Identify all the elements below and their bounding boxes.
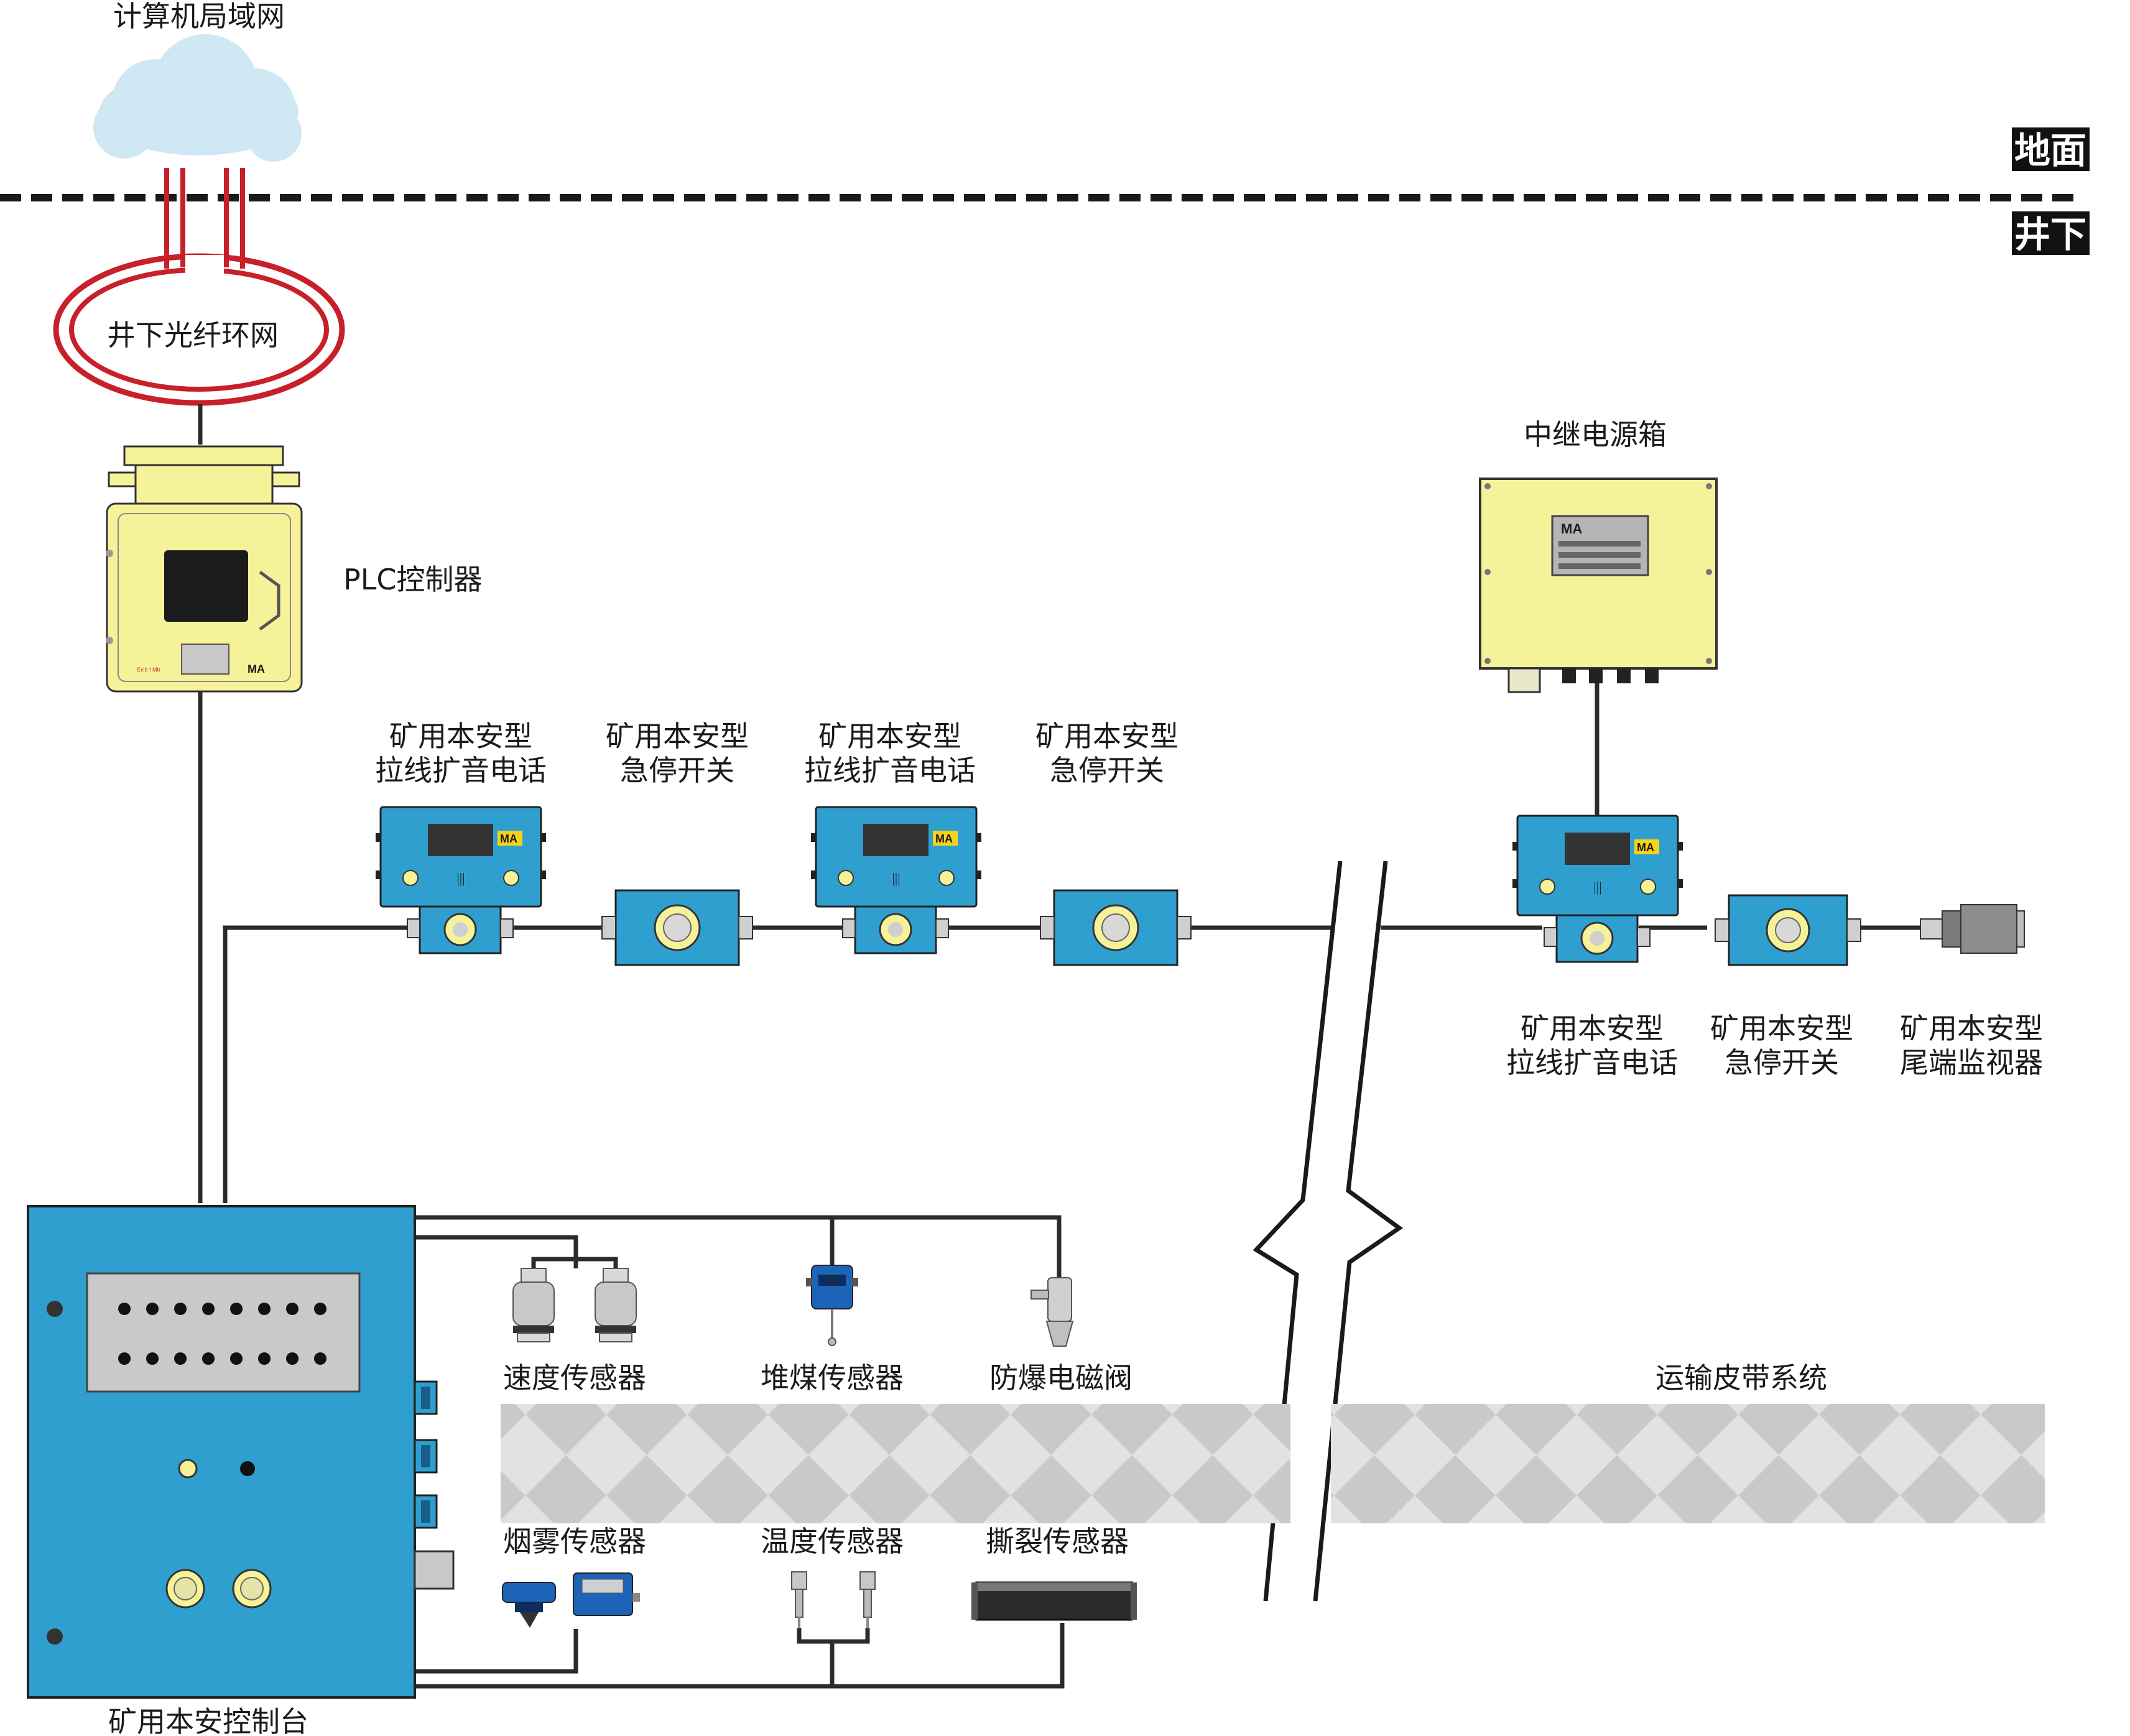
phone-unit-3[interactable]: MA |||	[1512, 815, 1683, 963]
estop-2-label-line2: 急停开关	[1050, 754, 1164, 787]
plc-screen	[164, 550, 248, 622]
phone-3-ma-mark: MA	[1637, 841, 1654, 854]
tear-sensor-label: 撕裂传感器	[986, 1525, 1129, 1558]
plc-exib: Exib I Mb	[137, 667, 160, 673]
console-panel	[86, 1272, 361, 1393]
fiber-ring	[53, 168, 345, 406]
solenoid-valve-label: 防爆电磁阀	[989, 1361, 1132, 1395]
fiber-ring-label: 井下光纤环网	[107, 318, 279, 352]
solenoid-valve[interactable]	[1030, 1277, 1074, 1347]
phone-1-label-line1: 矿用本安型	[389, 719, 532, 753]
ground-tag: 地面	[2014, 129, 2086, 172]
underground-tag: 井下	[2014, 213, 2086, 256]
break-line	[1253, 861, 1404, 1602]
plc-handle	[259, 570, 280, 631]
tail-label-line2: 尾端监视器	[1900, 1046, 2043, 1079]
console-label: 矿用本安控制台	[108, 1705, 308, 1736]
smoke-sensor-label: 烟雾传感器	[503, 1525, 646, 1558]
phone-1-display	[428, 824, 493, 856]
estop-3-label-line1: 矿用本安型	[1710, 1012, 1853, 1045]
phone-3-label-line2: 拉线扩音电话	[1506, 1046, 1678, 1079]
console-indicator-rows	[118, 1303, 326, 1365]
console-lamp	[178, 1459, 198, 1479]
tear-sensor[interactable]	[971, 1581, 1137, 1621]
plc-ma-mark: MA	[248, 663, 265, 675]
speed-sensor[interactable]	[512, 1268, 637, 1342]
plc-label: PLC控制器	[343, 563, 483, 596]
estop-1-label-line2: 急停开关	[620, 754, 734, 787]
temperature-sensor[interactable]	[791, 1571, 876, 1628]
plc-controller[interactable]: Exib I Mb MA	[106, 445, 303, 693]
estop-switch-2[interactable]	[1040, 889, 1192, 966]
phone-1-label-line2: 拉线扩音电话	[375, 754, 547, 787]
smoke-sensor[interactable]	[502, 1572, 640, 1628]
phone-unit-1[interactable]: MA |||	[376, 806, 546, 954]
phone-2-label-line2: 拉线扩音电话	[804, 754, 976, 787]
cloud-icon	[93, 34, 302, 162]
phone-2-display	[863, 824, 928, 856]
estop-switch-3[interactable]	[1715, 894, 1861, 966]
phone-1-ma-mark: MA	[500, 833, 517, 845]
console-lamp-dark	[240, 1461, 255, 1476]
svg-text:|||: |||	[892, 870, 900, 886]
estop-2-label-line1: 矿用本安型	[1035, 719, 1178, 753]
estop-3-label-line2: 急停开关	[1725, 1046, 1839, 1079]
speed-sensor-label: 速度传感器	[503, 1361, 646, 1395]
phone-unit-2[interactable]: MA |||	[811, 806, 981, 954]
svg-text:|||: |||	[1593, 879, 1601, 895]
phone-2-label-line1: 矿用本安型	[818, 719, 961, 753]
relay-power-box[interactable]: MA	[1479, 478, 1718, 693]
phone-3-label-line1: 矿用本安型	[1521, 1012, 1664, 1045]
coal-pile-sensor[interactable]	[806, 1265, 858, 1346]
control-console[interactable]	[27, 1205, 455, 1699]
conveyor-label: 运输皮带系统	[1655, 1361, 1827, 1395]
temperature-sensor-label: 温度传感器	[761, 1525, 904, 1558]
conveyor-belt	[501, 1404, 2045, 1523]
underground-tag-bg	[2012, 211, 2090, 255]
relay-power-label: 中继电源箱	[1524, 418, 1667, 451]
tail-monitor[interactable]	[1920, 904, 2025, 954]
phone-3-display	[1565, 833, 1630, 865]
lan-label: 计算机局域网	[113, 0, 285, 33]
estop-switch-1[interactable]	[601, 889, 753, 966]
coal-pile-sensor-label: 堆煤传感器	[761, 1361, 904, 1395]
estop-1-label-line1: 矿用本安型	[606, 719, 749, 753]
phone-2-ma-mark: MA	[935, 833, 953, 845]
svg-text:|||: |||	[456, 870, 465, 886]
relay-ma-mark: MA	[1561, 521, 1582, 537]
tail-label-line1: 矿用本安型	[1900, 1012, 2043, 1045]
ground-tag-bg	[2012, 127, 2090, 171]
